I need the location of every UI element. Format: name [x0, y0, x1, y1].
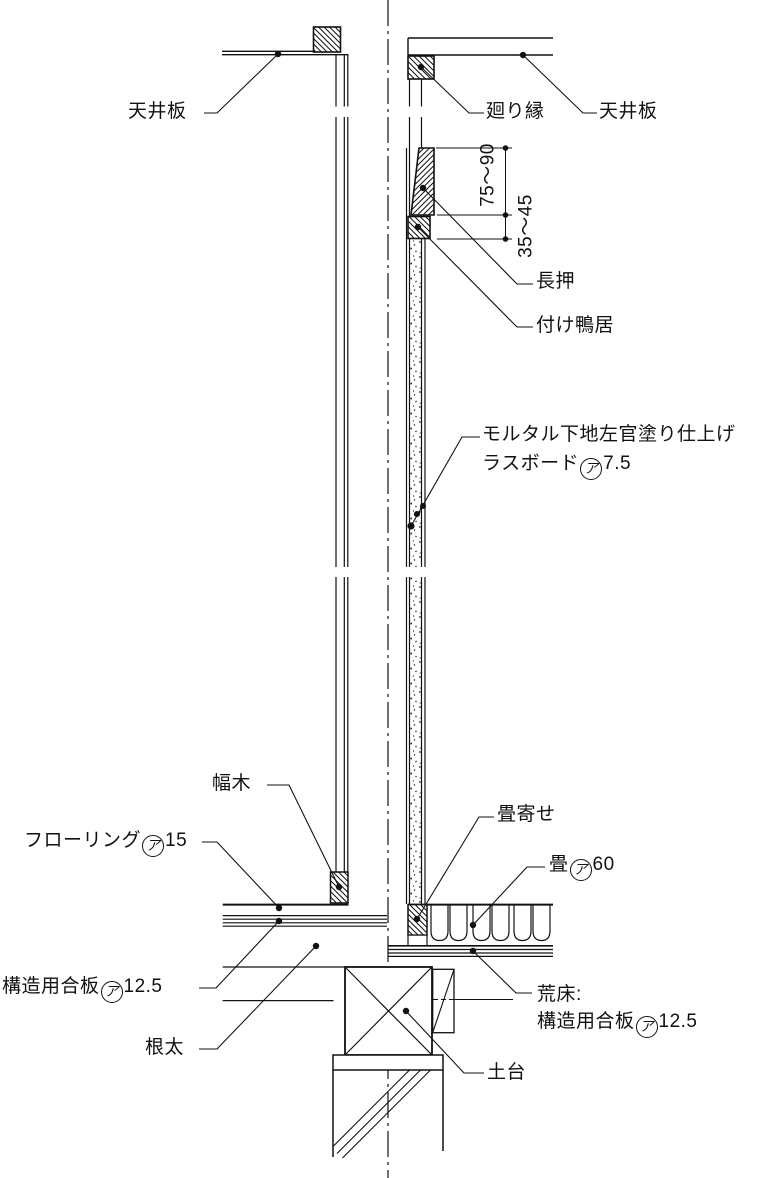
leader-dots	[274, 50, 527, 1015]
sill-side-box	[432, 968, 513, 1034]
tatami-text: 畳	[549, 854, 569, 875]
tatami-value: 60	[592, 854, 615, 875]
ceiling-right-lines	[407, 37, 553, 56]
thickness-circle-icon: ア	[142, 835, 165, 857]
plywood-value: 12.5	[123, 976, 163, 997]
floor-left-lines	[222, 903, 387, 927]
label-joist: 根太	[145, 1037, 185, 1058]
foundation-post	[332, 1069, 444, 1159]
plywood-text: 構造用合板	[2, 976, 100, 997]
label-ceiling-left: 天井板	[128, 101, 187, 122]
label-mortar-finish: モルタル下地左官塗り仕上げ	[482, 424, 736, 445]
thickness-circle-icon: ア	[635, 1016, 658, 1038]
label-tatami-yose: 畳寄せ	[497, 804, 556, 825]
thickness-circle-icon: ア	[569, 859, 592, 881]
dimension-nageshi-height: 75〜90	[477, 143, 499, 207]
leader-lines	[199, 53, 597, 1074]
label-sill: 土台	[487, 1062, 527, 1083]
lath-board-text: ラスボード	[482, 453, 580, 474]
sill-box	[344, 966, 433, 1056]
label-ceiling-right: 天井板	[599, 101, 658, 122]
joist-lines	[222, 966, 345, 1002]
label-rough-floor: 荒床:	[537, 984, 582, 1005]
mortar-stipple	[410, 238, 421, 904]
label-nageshi: 長押	[536, 271, 576, 292]
rough-floor-plywood-text: 構造用合板	[537, 1011, 635, 1032]
dimension-lines	[436, 147, 512, 240]
label-baseboard: 幅木	[212, 773, 252, 794]
rough-floor-plywood-value: 12.5	[658, 1011, 698, 1032]
flooring-value: 15	[165, 830, 188, 851]
wall-left-lines	[335, 55, 349, 872]
dimension-dots	[502, 145, 509, 242]
sill-plate	[332, 1054, 444, 1071]
flooring-text: フローリング	[24, 830, 142, 851]
label-crown-molding: 廻り縁	[486, 101, 545, 122]
crown-molding-left-block	[312, 26, 342, 53]
thickness-circle-icon: ア	[100, 981, 123, 1003]
dimension-kamoi-height: 35〜45	[515, 194, 537, 258]
lath-board-value: 7.5	[603, 453, 632, 474]
wall-right-lines	[405, 79, 426, 904]
tatami-loops	[430, 905, 551, 942]
nageshi-block	[410, 147, 435, 216]
thickness-circle-icon: ア	[580, 458, 603, 480]
label-tsuke-kamoi: 付け鴨居	[536, 315, 615, 336]
tatami-yose-block	[407, 903, 428, 947]
